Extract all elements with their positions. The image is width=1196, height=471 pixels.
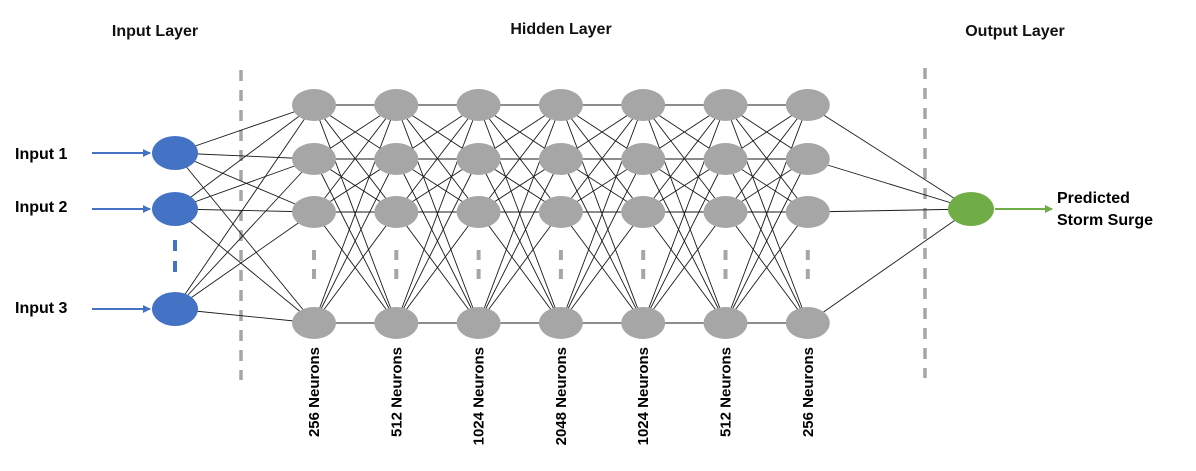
hidden-layer-1-label: 256 Neurons [306,347,323,437]
hidden-node-l6-4 [703,307,748,339]
edge-input-3-h1-4 [174,308,315,324]
hidden-layer-4-label: 2048 Neurons [553,347,570,445]
edge-h3-4-h4-2 [478,158,562,324]
edge-h4-4-h5-1 [560,104,644,324]
hidden-layer-7-label: 256 Neurons [800,347,817,437]
hidden-node-l1-3 [292,196,336,228]
edge-h4-4-h5-2 [560,158,644,324]
input-layer-header: Input Layer [112,23,198,40]
hidden-node-l7-3 [785,196,830,228]
edge-h5-4-h6-1 [642,104,726,324]
hidden-node-l1-2 [292,143,336,175]
edge-h2-3-h3-1 [395,104,479,213]
edge-h1-4-h2-1 [313,104,397,324]
hidden-layer-3-label: 1024 Neurons [471,347,488,445]
hidden-layer-5-label: 1024 Neurons [635,347,652,445]
edge-h7-1-output [807,104,972,210]
input-node-2 [152,192,198,226]
hidden-node-l1-4 [292,307,336,339]
edge-h1-3-h2-1 [313,104,397,213]
edge-input-3-h1-2 [174,158,315,310]
hidden-node-l2-3 [374,196,419,228]
hidden-node-l4-4 [538,307,583,339]
edge-h4-4-h5-3 [560,211,644,324]
edge-h2-4-h3-1 [395,104,480,324]
hidden-node-l2-2 [374,143,419,175]
edge-h5-4-h6-2 [642,158,726,324]
edge-h1-4-h2-2 [313,158,397,324]
hidden-layer-6-label: 512 Neurons [718,347,735,437]
hidden-node-l7-2 [785,143,830,175]
output-node [948,192,994,226]
hidden-node-l6-1 [703,89,748,121]
edge-h6-4-h7-3 [725,211,809,324]
hidden-node-l1-1 [292,89,336,121]
hidden-node-l6-3 [703,196,748,228]
edge-h2-4-h3-2 [395,158,480,324]
edge-input-2-h1-3 [174,208,315,213]
edge-h7-2-output [807,158,972,210]
edge-input-1-h1-1 [174,104,315,154]
hidden-node-l4-1 [538,89,583,121]
hidden-node-l5-3 [621,196,666,228]
hidden-layer-header: Hidden Layer [510,21,611,38]
input-3-label: Input 3 [15,300,68,317]
hidden-node-l4-2 [538,143,583,175]
hidden-node-l7-4 [785,307,830,339]
edge-input-2-h1-4 [174,208,315,324]
hidden-node-l4-3 [538,196,583,228]
hidden-node-l3-2 [456,143,501,175]
hidden-node-l5-2 [621,143,666,175]
hidden-node-l5-4 [621,307,666,339]
edge-h6-4-h7-2 [725,158,809,324]
hidden-ellipses [312,250,810,284]
edge-h5-4-h6-3 [642,211,726,324]
hidden-node-l6-2 [703,143,748,175]
output-label-line-2: Storm Surge [1057,212,1153,229]
output-label-line-1: Predicted [1057,190,1130,207]
edge-h7-3-output [807,208,972,213]
edge-input-2-h1-1 [174,104,315,210]
edge-h7-4-output [807,208,972,324]
hidden-node-l2-1 [374,89,419,121]
hidden-node-l3-1 [456,89,501,121]
edge-input-1-h1-2 [174,152,315,160]
hidden-node-l3-4 [456,307,501,339]
hidden-layer-2-label: 512 Neurons [388,347,405,437]
hidden-node-l5-1 [621,89,666,121]
edge-h3-4-h4-1 [478,104,562,324]
hidden-node-l7-1 [785,89,830,121]
edge-input-3-h1-3 [174,211,315,310]
edge-h1-4-h2-3 [313,211,397,324]
edge-h2-4-h3-3 [395,211,479,324]
edge-input-1-h1-4 [174,152,315,324]
network-nodes [152,89,994,339]
edge-input-2-h1-2 [174,158,315,210]
edge-h6-4-h7-1 [725,104,809,324]
edge-input-1-h1-3 [174,152,315,213]
input-node-3 [152,292,198,326]
input-1-label: Input 1 [15,146,68,163]
edge-h3-3-h4-1 [478,104,562,213]
hidden-node-l2-4 [374,307,419,339]
edge-h3-4-h4-3 [478,211,562,324]
edge-h6-3-h7-1 [725,104,809,213]
input-2-label: Input 2 [15,199,68,216]
edge-h5-3-h6-1 [642,104,726,213]
output-layer-header: Output Layer [965,23,1065,40]
hidden-layer-labels: 256 Neurons 512 Neurons 1024 Neurons 2048 N… [306,347,817,445]
input-node-1 [152,136,198,170]
hidden-node-l3-3 [456,196,501,228]
edge-h4-3-h5-1 [560,104,644,213]
edge-input-3-h1-1 [174,104,315,310]
